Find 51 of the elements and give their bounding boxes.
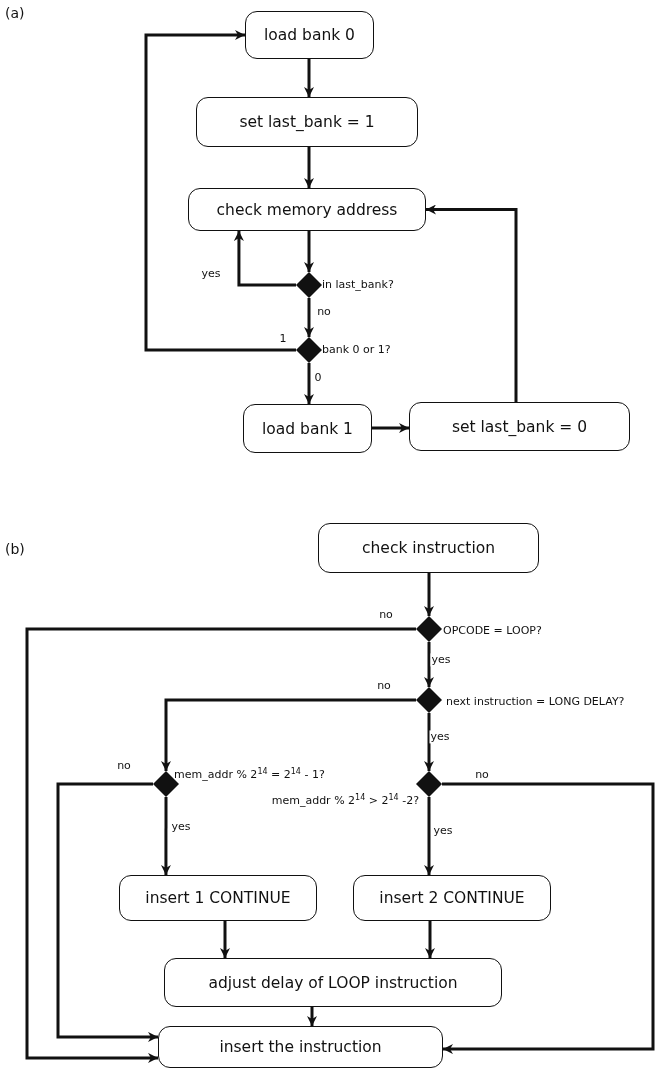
condition-label: next instruction = LONG DELAY?	[446, 695, 625, 709]
edge-label: yes	[430, 653, 452, 667]
arrow	[307, 1007, 317, 1026]
arrow	[56, 782, 158, 1042]
box-text: load bank 0	[264, 26, 355, 44]
process-box	[119, 875, 317, 921]
process-box	[245, 11, 374, 59]
process-box	[196, 97, 418, 147]
arrow	[424, 797, 435, 875]
arrow	[372, 423, 409, 433]
condition-label: OPCODE = LOOP?	[443, 624, 542, 638]
condition-label: bank 0 or 1?	[322, 343, 391, 357]
arrow	[25, 627, 416, 1063]
box-text: adjust delay of LOOP instruction	[208, 973, 458, 992]
arrow	[426, 204, 518, 402]
condition-label: mem_addr % 2$^{14}$ > 2$^{14}$ -2?	[271, 792, 419, 808]
condition-label: in last_bank?	[322, 278, 394, 292]
box-text: set last_bank = 1	[239, 113, 375, 131]
arrow	[442, 782, 655, 1055]
arrow	[425, 921, 435, 958]
box-text: insert 1 CONTINUE	[145, 889, 291, 907]
box-text: set last_bank = 0	[451, 417, 588, 436]
arrow	[424, 642, 434, 687]
arrow	[233, 231, 296, 287]
box-text: load bank 1	[262, 419, 353, 438]
process-box	[158, 1026, 443, 1068]
arrow	[144, 30, 296, 352]
arrow	[304, 147, 314, 188]
box-text: insert 2 CONTINUE	[379, 889, 525, 907]
arrow	[304, 363, 314, 404]
box-text: check instruction	[362, 539, 495, 557]
process-box	[188, 188, 426, 231]
condition-label: mem_addr % 2$^{14}$ = 2$^{14}$ - 1?	[174, 766, 325, 782]
panel-label: (b)	[5, 541, 25, 557]
process-box	[353, 875, 551, 921]
box-text: check memory address	[216, 200, 398, 219]
arrow	[304, 231, 314, 272]
arrow	[424, 573, 434, 616]
arrow	[424, 713, 434, 771]
process-box	[243, 404, 372, 453]
process-box	[164, 958, 502, 1007]
arrow	[304, 59, 314, 97]
arrow	[160, 797, 171, 875]
process-box	[318, 523, 539, 573]
arrow	[220, 921, 230, 958]
panel-label: (a)	[5, 5, 25, 21]
box-text: insert the instruction	[219, 1038, 382, 1056]
process-box	[409, 402, 630, 451]
arrow	[161, 698, 416, 771]
arrow	[304, 298, 314, 337]
edge-label: yes	[429, 730, 451, 744]
